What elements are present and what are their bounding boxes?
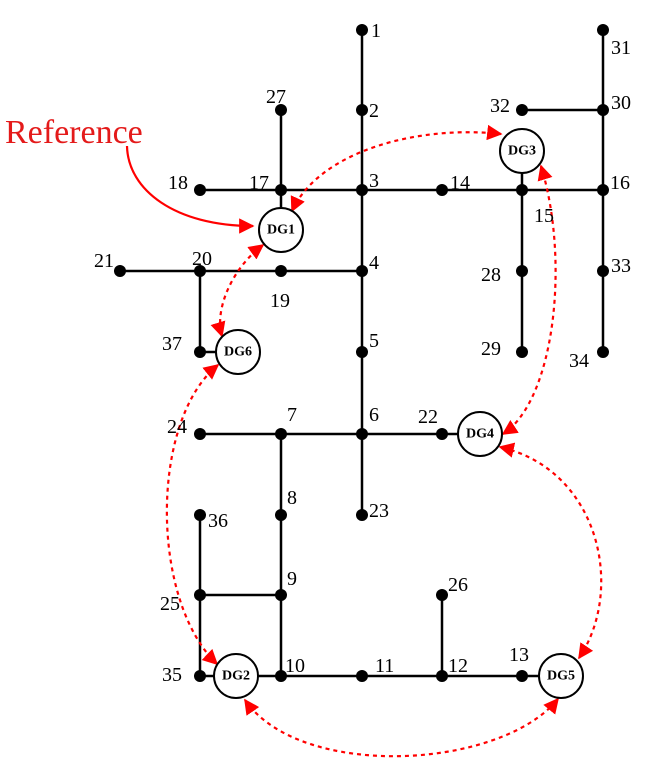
bus-26 xyxy=(436,589,448,601)
dg5-label: DG5 xyxy=(547,669,575,684)
bus-25-label: 25 xyxy=(160,593,180,615)
bus-4 xyxy=(356,265,368,277)
bus-19 xyxy=(275,265,287,277)
bus-5-label: 5 xyxy=(369,330,379,352)
dg4-label: DG4 xyxy=(466,427,494,442)
bus-22-label: 22 xyxy=(418,406,438,428)
bus-26-label: 26 xyxy=(448,574,468,596)
bus-15 xyxy=(516,184,528,196)
bus-28 xyxy=(516,265,528,277)
bus-30 xyxy=(597,104,609,116)
bus-33-label: 33 xyxy=(611,255,631,277)
bus-36 xyxy=(194,509,206,521)
bus-32 xyxy=(516,104,528,116)
bus-20 xyxy=(194,265,206,277)
bus-34 xyxy=(597,346,609,358)
bus-23-label: 23 xyxy=(369,500,389,522)
bus-24 xyxy=(194,428,206,440)
bus-24-label: 24 xyxy=(167,416,187,438)
bus-16 xyxy=(597,184,609,196)
bus-6 xyxy=(356,428,368,440)
bus-17 xyxy=(275,184,287,196)
bus-20-label: 20 xyxy=(192,248,212,270)
bus-3 xyxy=(356,184,368,196)
comm-link-dg4-dg3 xyxy=(501,164,557,435)
comm-link-dg1-dg3 xyxy=(290,124,503,213)
bus-34-label: 34 xyxy=(569,350,589,372)
bus-2-label: 2 xyxy=(369,100,379,122)
bus-12 xyxy=(436,670,448,682)
dg2-generator xyxy=(213,653,259,699)
dg1-generator xyxy=(258,207,304,253)
bus-23 xyxy=(356,509,368,521)
bus-21-label: 21 xyxy=(94,250,114,272)
bus-15-label: 15 xyxy=(534,205,554,227)
bus-9 xyxy=(275,589,287,601)
bus-25 xyxy=(194,589,206,601)
dg5-generator xyxy=(538,653,584,699)
bus-13-label: 13 xyxy=(509,644,529,666)
bus-11 xyxy=(356,670,368,682)
reference-label: Reference xyxy=(5,114,143,151)
bus-12-label: 12 xyxy=(448,655,468,677)
bus-33 xyxy=(597,265,609,277)
bus-1 xyxy=(356,24,368,36)
bus-13 xyxy=(516,670,528,682)
bus-10-label: 10 xyxy=(285,655,305,677)
bus-18 xyxy=(194,184,206,196)
bus-7-label: 7 xyxy=(287,404,297,426)
bus-5 xyxy=(356,346,368,358)
bus-32-label: 32 xyxy=(490,95,510,117)
bus-16-label: 16 xyxy=(610,172,630,194)
dg3-generator xyxy=(499,128,545,174)
bus-29 xyxy=(516,346,528,358)
bus-35-label: 35 xyxy=(162,664,182,686)
bus-14 xyxy=(436,184,448,196)
bus-2 xyxy=(356,104,368,116)
bus-11-label: 11 xyxy=(375,655,394,677)
bus-8-label: 8 xyxy=(287,487,297,509)
bus-7 xyxy=(275,428,287,440)
communication-links xyxy=(165,124,603,758)
bus-27 xyxy=(275,104,287,116)
bus-28-label: 28 xyxy=(481,264,501,286)
bus-35 xyxy=(194,670,206,682)
bus-18-label: 18 xyxy=(168,172,188,194)
bus-19-label: 19 xyxy=(270,290,290,312)
bus-4-label: 4 xyxy=(369,252,379,274)
bus-17-label: 17 xyxy=(249,172,269,194)
comm-link-dg2-dg5 xyxy=(244,697,559,758)
dg4-generator xyxy=(457,411,503,457)
bus-22 xyxy=(436,428,448,440)
bus-3-label: 3 xyxy=(369,170,379,192)
dg3-label: DG3 xyxy=(508,144,536,159)
bus-21 xyxy=(114,265,126,277)
dg1-label: DG1 xyxy=(267,223,295,238)
bus-30-label: 30 xyxy=(611,92,631,114)
bus-8 xyxy=(275,509,287,521)
bus-27-label: 27 xyxy=(266,86,286,108)
bus-1-label: 1 xyxy=(371,20,381,42)
bus-10 xyxy=(275,670,287,682)
dg6-generator xyxy=(215,329,261,375)
bus-6-label: 6 xyxy=(369,404,379,426)
comm-link-dg5-dg4 xyxy=(498,442,603,660)
bus-31-label: 31 xyxy=(611,37,631,59)
dg6-label: DG6 xyxy=(224,345,252,360)
bus-37 xyxy=(194,346,206,358)
reference-arrow xyxy=(125,145,255,234)
bus-29-label: 29 xyxy=(481,338,501,360)
bus-37-label: 37 xyxy=(162,333,182,355)
bus-9-label: 9 xyxy=(287,568,297,590)
bus-14-label: 14 xyxy=(450,172,470,194)
comm-link-dg1-dg6 xyxy=(210,244,265,338)
bus-36-label: 36 xyxy=(208,510,228,532)
bus-31 xyxy=(597,24,609,36)
dg2-label: DG2 xyxy=(222,669,250,684)
